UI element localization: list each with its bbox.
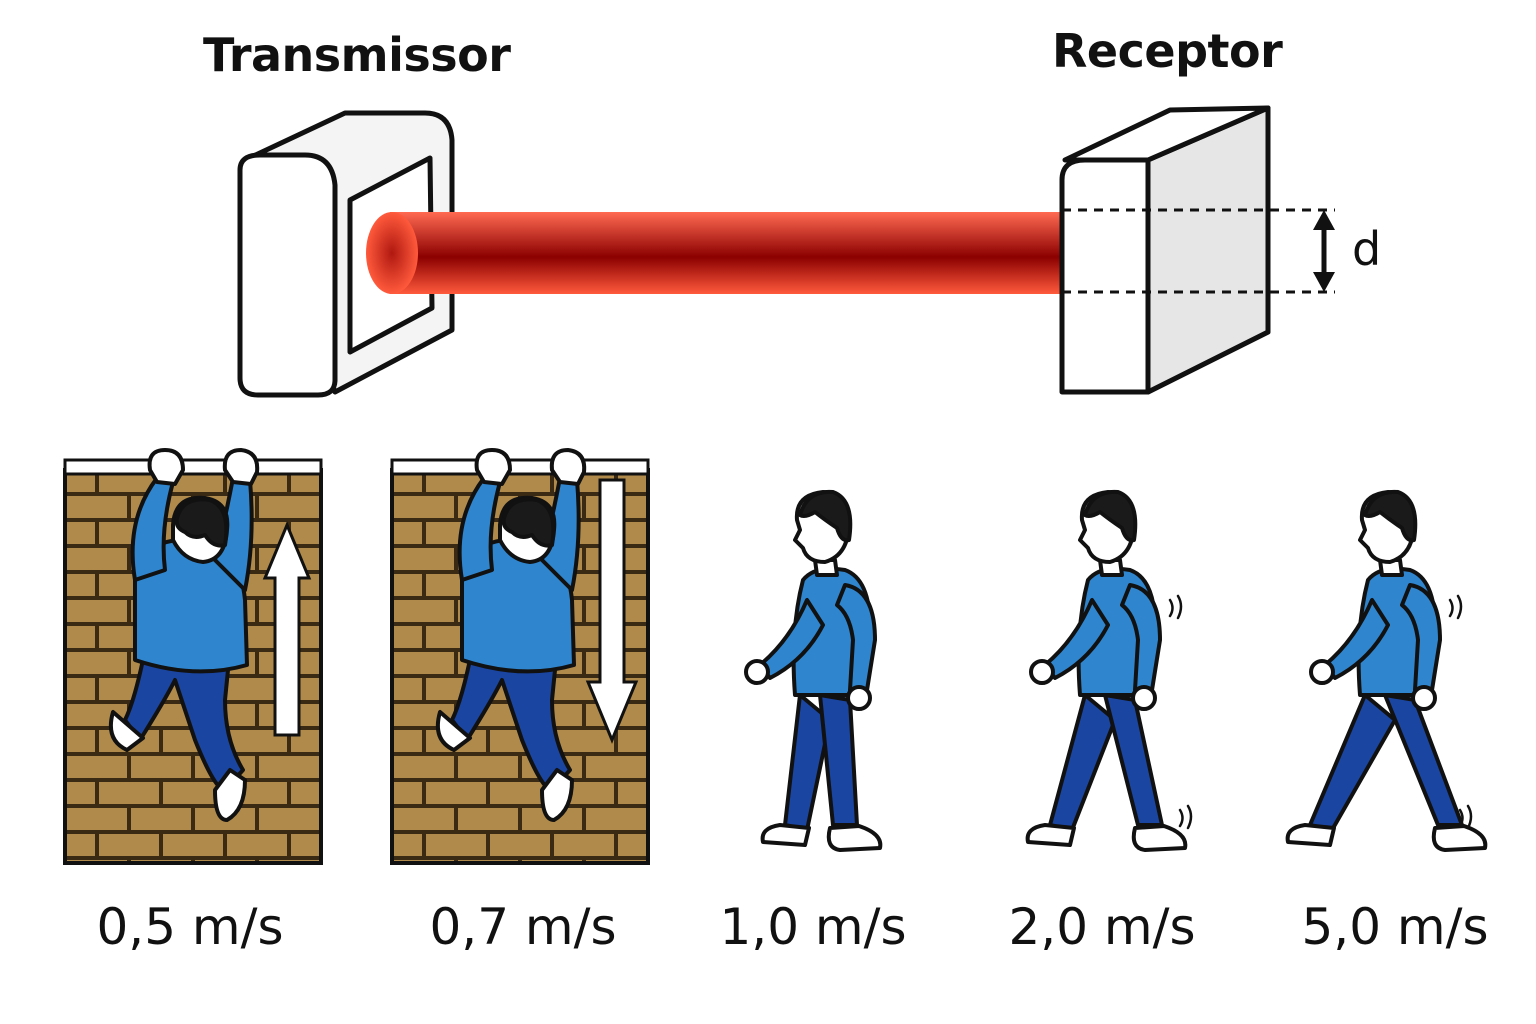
walk-scene-3 [744,489,883,852]
speed-label-5: 5,0 m/s [1301,898,1489,956]
laser-beam [366,212,1068,294]
wall-ledge [390,458,650,476]
receiver-device-icon [1059,105,1271,395]
climb-scene-2 [390,448,650,865]
gap-arrow-icon [1313,210,1335,292]
person-walking-icon [1025,489,1188,852]
climb-scene-1 [63,448,323,865]
speed-label-3: 1,0 m/s [719,898,907,956]
person-walking-icon [744,489,883,852]
speed-label-2: 0,7 m/s [429,898,617,956]
walk-scene-5 [1285,489,1488,852]
person-climbing-icon [108,448,260,822]
arrow-down-icon [585,478,639,744]
transmitter-label: Transmissor [203,28,511,82]
person-climbing-icon [435,448,587,822]
motion-lines-icon [1168,594,1193,830]
gap-marker [1062,208,1335,294]
person-walking-icon [1285,489,1488,852]
wall-ledge [63,458,323,476]
speed-label-4: 2,0 m/s [1008,898,1196,956]
motion-lines-icon [1448,594,1473,830]
speed-label-1: 0,5 m/s [96,898,284,956]
walk-scene-4 [1025,489,1193,852]
gap-label: d [1352,222,1382,276]
receiver-label: Receptor [1052,24,1283,78]
arrow-up-icon [262,521,312,737]
